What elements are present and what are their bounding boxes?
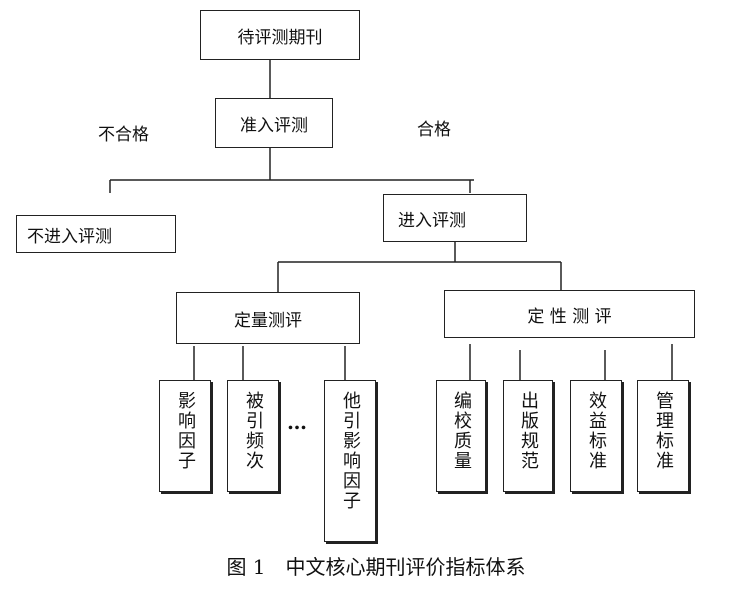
quant-item-citation-frequency: 被引频次 <box>227 380 279 492</box>
quant-ellipsis: … <box>287 410 307 434</box>
qual-item-publishing-standard: 出版规范 <box>503 380 553 492</box>
qual-item-label: 效益标准 <box>586 391 607 471</box>
admission-node: 准入评测 <box>215 98 333 148</box>
rejected-node-label: 不进入评测 <box>27 226 112 247</box>
qualitative-node-label: 定 性 测 评 <box>527 306 612 327</box>
qual-item-management-standard: 管理标准 <box>637 380 689 492</box>
quant-item-impact-factor: 影响因子 <box>159 380 211 492</box>
quant-item-label: 影响因子 <box>175 391 196 471</box>
quant-item-label: 被引频次 <box>243 391 264 471</box>
qual-item-label: 管理标准 <box>653 391 674 471</box>
quantitative-node-label: 定量测评 <box>234 310 302 331</box>
fail-edge-label: 不合格 <box>98 125 149 145</box>
qual-item-label: 出版规范 <box>518 391 539 471</box>
quant-item-label: 他引影响因子 <box>340 391 361 511</box>
qual-item-benefit-standard: 效益标准 <box>570 380 622 492</box>
figure-caption: 图 1 中文核心期刊评价指标体系 <box>226 555 526 579</box>
admission-node-label: 准入评测 <box>240 115 308 136</box>
qual-item-label: 编校质量 <box>451 391 472 471</box>
root-node-label: 待评测期刊 <box>237 27 323 48</box>
quant-item-other-citation-impact-factor: 他引影响因子 <box>324 380 376 542</box>
root-node: 待评测期刊 <box>200 10 360 60</box>
qual-item-editing-quality: 编校质量 <box>436 380 486 492</box>
rejected-node: 不进入评测 <box>16 215 176 253</box>
enter-node: 进入评测 <box>383 194 527 242</box>
quantitative-node: 定量测评 <box>176 292 360 344</box>
enter-node-label: 进入评测 <box>398 210 466 231</box>
pass-edge-label: 合格 <box>417 120 451 140</box>
qualitative-node: 定 性 测 评 <box>444 290 695 338</box>
